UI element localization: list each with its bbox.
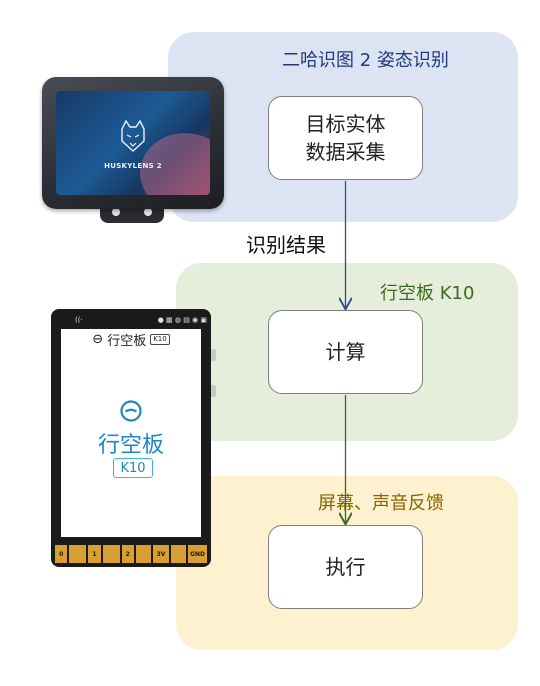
pin-strip — [69, 545, 87, 563]
pin-label: 2 — [121, 545, 134, 563]
mount-hole — [144, 208, 152, 216]
feedback-panel-title: 屏幕、声音反馈 — [318, 493, 444, 514]
k10-screen: 行空板 K10 — [61, 349, 201, 537]
pin-label: 0 — [55, 545, 68, 563]
step-data-collection-line2: 数据采集 — [305, 140, 386, 164]
huskylens-screen: HUSKYLENS 2 — [56, 91, 210, 195]
step-compute: 计算 — [268, 310, 423, 394]
pin-strip — [102, 545, 120, 563]
k10-screen-header: ⊖ 行空板 K10 — [61, 329, 201, 349]
edge-label-recognition-result: 识别结果 — [246, 233, 326, 257]
pin-label: 1 — [88, 545, 101, 563]
k10-edge-connector: 0 1 2 3V GND — [55, 543, 207, 565]
k10-status-bar: ((· ● ▦ ◍ ▤ ◉ ▣ — [75, 313, 207, 327]
k10-logo-icon — [120, 400, 142, 422]
pin-label: GND — [188, 545, 207, 563]
k10-screen-tag: K10 — [113, 458, 153, 478]
pin-strip — [170, 545, 187, 563]
pin-strip — [135, 545, 152, 563]
k10-board-image: ((· ● ▦ ◍ ▤ ◉ ▣ ⊖ 行空板 K10 行空板 K10 0 1 2 … — [51, 309, 216, 567]
step-execute-label: 执行 — [325, 555, 366, 579]
step-execute: 执行 — [268, 525, 423, 609]
huskylens-body: HUSKYLENS 2 — [42, 77, 224, 209]
sensor-icons: ● ▦ ◍ ▤ ◉ ▣ — [157, 316, 207, 324]
k10-screen-brand: 行空板 — [97, 433, 164, 458]
husky-logo-icon — [121, 119, 145, 152]
step-data-collection-line1: 目标实体 — [305, 112, 386, 136]
k10-side-button — [211, 385, 216, 397]
huskylens-brand-text: HUSKYLENS 2 — [104, 162, 162, 170]
pin-label: 3V — [153, 545, 169, 563]
mount-hole — [112, 208, 120, 216]
k10-side-button — [211, 349, 216, 361]
step-data-collection: 目标实体 数据采集 — [268, 96, 423, 180]
wifi-icon: ((· — [75, 316, 83, 324]
k10-header-logo-icon: ⊖ — [92, 331, 104, 347]
k10-header-tag: K10 — [150, 333, 170, 345]
huskylens-device-image: HUSKYLENS 2 — [42, 77, 224, 225]
k10-header-name: 行空板 — [107, 333, 147, 349]
recognition-panel-title: 二哈识图 2 姿态识别 — [282, 50, 449, 71]
board-panel-title: 行空板 K10 — [380, 283, 475, 304]
step-compute-label: 计算 — [325, 340, 366, 364]
